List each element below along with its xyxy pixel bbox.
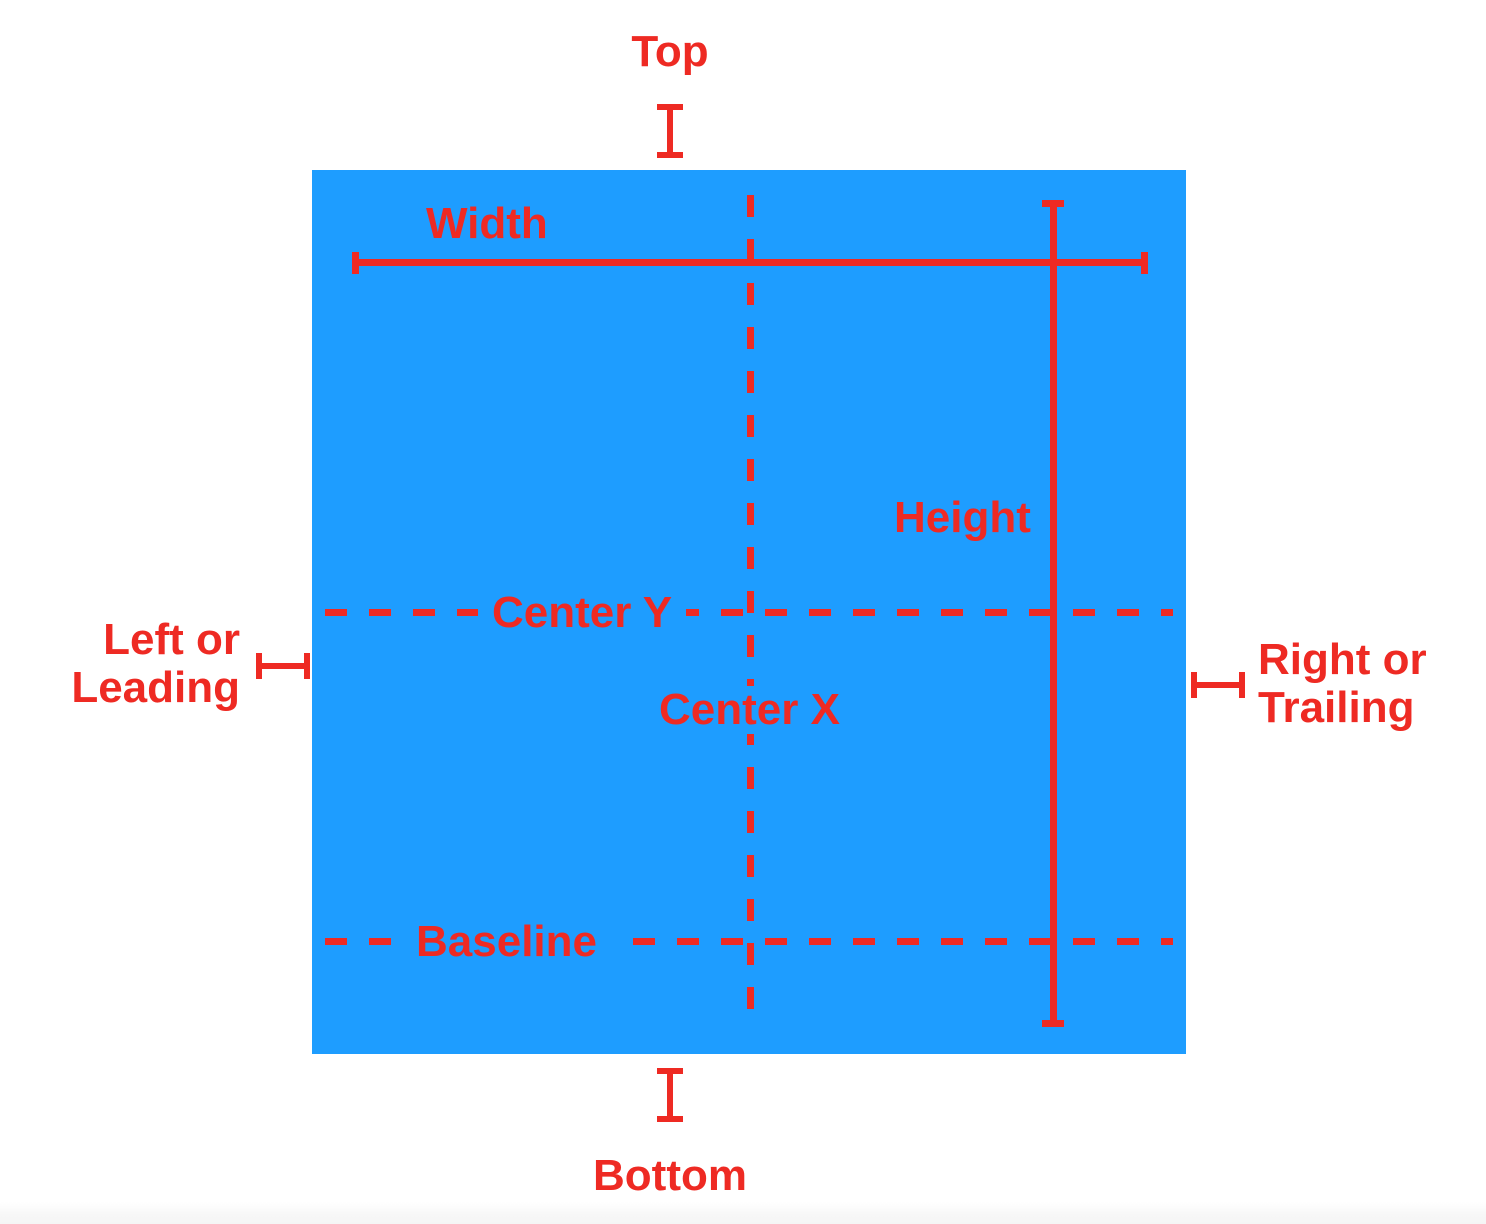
label-height: Height — [880, 494, 1045, 542]
label-right-trailing-line1: Right or — [1258, 635, 1427, 684]
label-right-trailing: Right or Trailing — [1258, 636, 1486, 731]
label-center-x: Center X — [645, 686, 854, 734]
label-center-y: Center Y — [478, 589, 687, 637]
label-right-trailing-line2: Trailing — [1258, 682, 1415, 732]
height-bottom-cap-icon — [1042, 1020, 1064, 1027]
label-left-leading-line1: Left or — [103, 615, 240, 664]
width-left-cap-icon — [352, 252, 359, 274]
label-left-leading-line2: Leading — [71, 662, 240, 712]
center-y-dashed-guide — [325, 609, 1173, 616]
height-top-cap-icon — [1042, 200, 1064, 207]
label-top: Top — [631, 27, 709, 76]
label-baseline: Baseline — [402, 918, 611, 966]
baseline-dashed-guide — [325, 938, 1173, 945]
label-width: Width — [412, 200, 562, 248]
label-bottom: Bottom — [593, 1151, 747, 1200]
trailing-edge-tick-icon — [1191, 672, 1245, 698]
footer-strip — [0, 1202, 1486, 1224]
width-dimension-line — [352, 259, 1148, 266]
leading-edge-tick-icon — [256, 653, 310, 679]
center-x-dashed-guide — [747, 195, 754, 1011]
height-dimension-line — [1050, 200, 1057, 1027]
top-edge-tick-icon — [657, 104, 683, 158]
width-right-cap-icon — [1141, 252, 1148, 274]
label-left-leading: Left or Leading — [20, 616, 240, 711]
bottom-edge-tick-icon — [657, 1068, 683, 1122]
